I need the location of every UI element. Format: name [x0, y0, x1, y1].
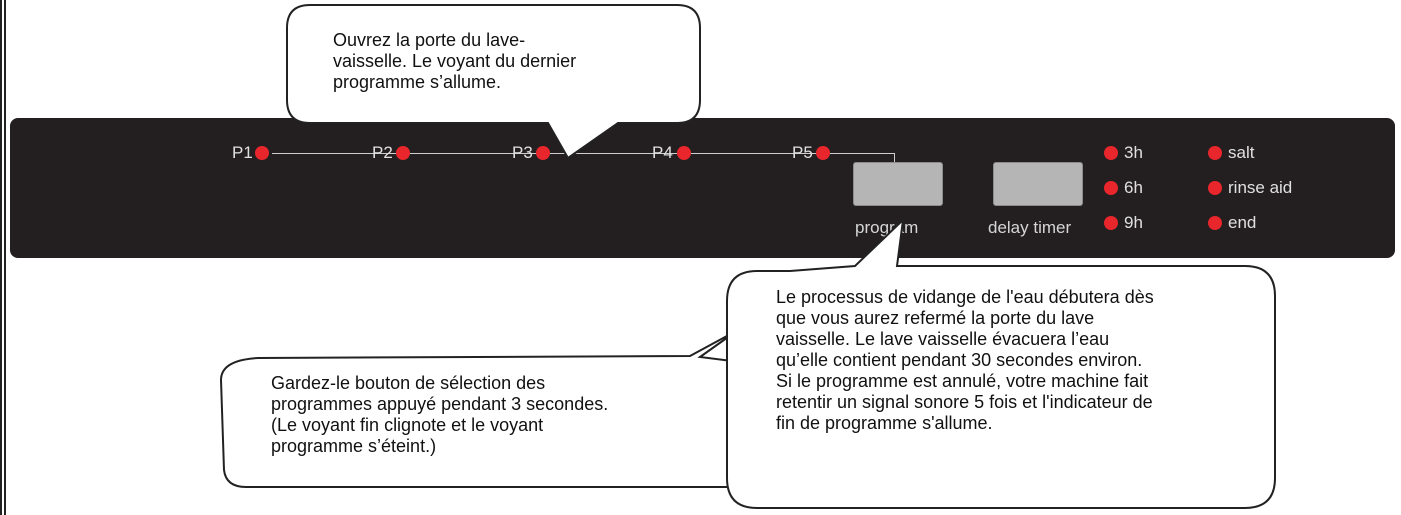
delay-3h-led: [1104, 146, 1118, 160]
delay-6h-led: [1104, 181, 1118, 195]
program-label-p5: P5: [792, 143, 813, 162]
end-label: end: [1228, 213, 1257, 232]
program-led-p2: [396, 146, 410, 160]
bottom-left-callout-text: Gardez-le bouton de sélection des progra…: [271, 373, 608, 457]
delay-6h-label: 6h: [1124, 178, 1143, 197]
program-label-p1: P1: [232, 143, 253, 162]
callout-line: vaisselle. Le voyant du dernier: [333, 51, 577, 71]
program-connector-line: [272, 153, 894, 154]
rinse-aid-label: rinse aid: [1228, 178, 1293, 197]
callout-line: Le processus de vidange de l'eau débuter…: [776, 287, 1154, 307]
callout-line: (Le voyant fin clignote et le voyant: [271, 415, 544, 435]
rinse-aid-led: [1208, 181, 1222, 195]
callout-line: programme s’allume.: [333, 72, 502, 92]
callout-line: que vous aurez refermé la porte du lave: [776, 308, 1095, 328]
program-led-p1: [255, 146, 269, 160]
callout-line: retentir un signal sonore 5 fois et l'in…: [776, 392, 1153, 412]
delay-9h-led: [1104, 216, 1118, 230]
top-callout-bubble: [286, 4, 701, 160]
delay-3h-label: 3h: [1124, 143, 1143, 162]
callout-line: Si le programme est annulé, votre machin…: [776, 371, 1149, 391]
program-label-p4: P4: [652, 143, 673, 162]
delay-timer-button[interactable]: [993, 162, 1083, 206]
bottom-right-callout-text: Le processus de vidange de l'eau débuter…: [776, 287, 1154, 434]
program-led-p3: [536, 146, 550, 160]
salt-label: salt: [1228, 143, 1255, 162]
page-edge-border: [0, 0, 6, 515]
program-label-p3: P3: [512, 143, 533, 162]
callout-line: programmes appuyé pendant 3 secondes.: [271, 394, 609, 414]
control-panel: P1 P2 P3 P4 P5 program delay timer 3h 6h…: [10, 118, 1395, 258]
program-led-p5: [816, 146, 830, 160]
top-callout-text: Ouvrez la porte du lave- vaisselle. Le v…: [333, 30, 576, 93]
callout-line: fin de programme s'allume.: [776, 413, 993, 433]
bottom-right-callout-bubble: [726, 217, 1276, 509]
end-led: [1208, 216, 1222, 230]
program-label-p2: P2: [372, 143, 393, 162]
program-connector-drop: [894, 153, 895, 165]
callout-line: Gardez-le bouton de sélection des: [271, 373, 546, 393]
program-led-p4: [677, 146, 691, 160]
callout-line: qu’elle contient pendant 30 secondes env…: [776, 350, 1143, 370]
delay-9h-label: 9h: [1124, 213, 1143, 232]
salt-led: [1208, 146, 1222, 160]
delay-timer-button-label: delay timer: [988, 218, 1072, 237]
callout-line: Ouvrez la porte du lave-: [333, 30, 526, 50]
program-button[interactable]: [853, 162, 943, 206]
callout-line: programme s’éteint.): [271, 436, 437, 456]
callout-line: vaisselle. Le lave vaisselle évacuera l’…: [776, 329, 1110, 349]
